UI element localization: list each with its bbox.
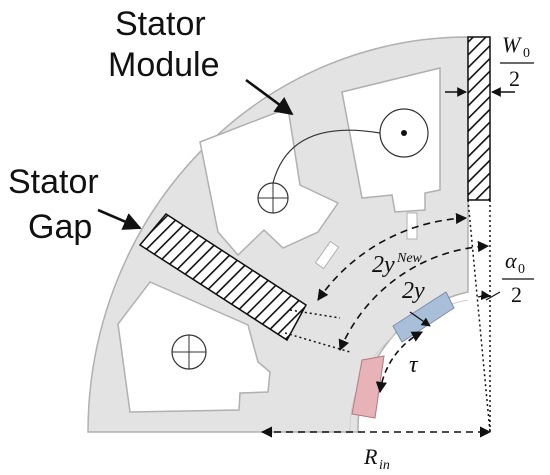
w0-denominator: 2 <box>509 66 520 91</box>
dim-alpha-arc <box>477 290 491 301</box>
label-r-in: R in <box>363 444 390 473</box>
label-2y-new: 2y New <box>372 251 423 278</box>
r-in-main: R <box>363 444 378 469</box>
label-stator-gap-1: Stator <box>8 163 99 201</box>
label-tau: τ <box>409 352 419 378</box>
label-2y: 2y <box>402 278 425 304</box>
w0-numerator: W <box>502 32 522 57</box>
w0-subscript: 0 <box>523 46 530 61</box>
r-in-sub: in <box>379 458 390 473</box>
two-y-new-main: 2y <box>372 252 395 278</box>
ref-line-gap1 <box>289 309 341 319</box>
alpha-subscript: 0 <box>518 262 525 277</box>
stator-module-arrow <box>245 78 294 116</box>
coil-cross-symbol-lower <box>171 334 207 370</box>
stator-gap-hatch <box>138 213 307 342</box>
ref-line-slant <box>467 199 491 433</box>
label-alpha-half: α 0 2 <box>502 248 534 307</box>
slot-top <box>341 67 441 213</box>
dim-alpha-pointer <box>485 291 501 301</box>
notch-1 <box>406 212 418 240</box>
stator-gap-arrow <box>97 208 142 230</box>
coil-connection-arc <box>272 129 381 184</box>
slot-lower <box>117 281 271 413</box>
label-stator-module-1: Stator <box>115 5 206 43</box>
label-stator-gap-2: Gap <box>28 208 92 246</box>
dim-2y-pointer <box>409 311 431 327</box>
alpha-denominator: 2 <box>511 282 522 307</box>
coil-cross-symbol-upper <box>257 182 289 214</box>
label-w0-half: W 0 2 <box>500 32 534 91</box>
two-y-new-super: New <box>396 251 423 266</box>
dim-2ynew-inner <box>338 240 490 352</box>
label-stator-module-2: Module <box>108 46 220 84</box>
w0-half-hatch <box>467 36 491 201</box>
alpha-numerator: α <box>505 248 517 273</box>
